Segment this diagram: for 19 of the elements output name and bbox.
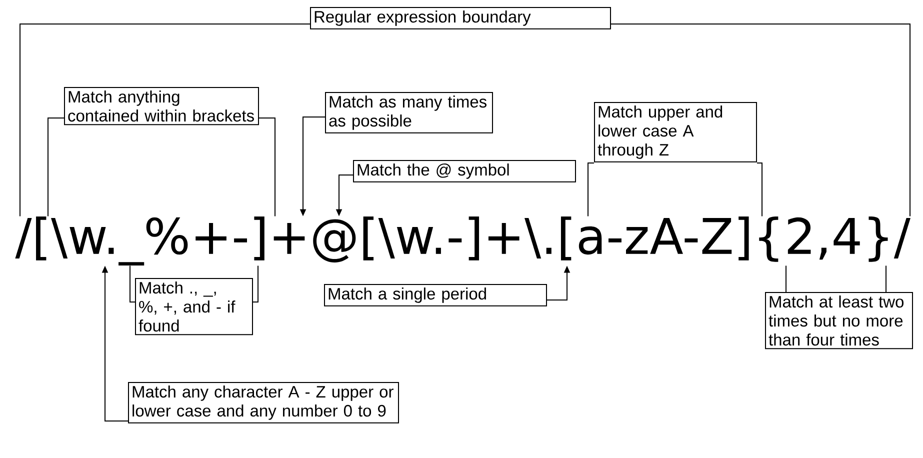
leader-line <box>258 118 276 217</box>
callout-box: Match a single period <box>324 284 547 306</box>
leader-line <box>20 24 310 217</box>
leader-line <box>588 162 594 217</box>
leader-line <box>756 162 762 217</box>
leader-line <box>886 265 887 292</box>
callout-box: Match at least two times but no more than four times <box>765 292 913 350</box>
callout-box: Match as many times as possible <box>325 92 493 134</box>
callout-box: Match any character A - Z upper or lower case and any number 0 to 9 <box>128 382 399 424</box>
leader-line <box>48 118 64 217</box>
callout-box: Match the @ symbol <box>353 160 576 182</box>
leader-line <box>610 24 911 217</box>
callout-box: Regular expression boundary <box>310 7 611 30</box>
regex-text: /[\w._%+-]+@[\w.-]+\.[a-zA-Z]{2,4}/ <box>15 216 910 266</box>
callout-box: Match anything contained within brackets <box>64 87 259 126</box>
callout-box: Match upper and lower case A through Z <box>594 102 757 162</box>
leader-line <box>130 265 136 302</box>
leader-line <box>252 265 258 302</box>
callout-box: Match ., _, %, +, and - if found <box>135 278 253 336</box>
